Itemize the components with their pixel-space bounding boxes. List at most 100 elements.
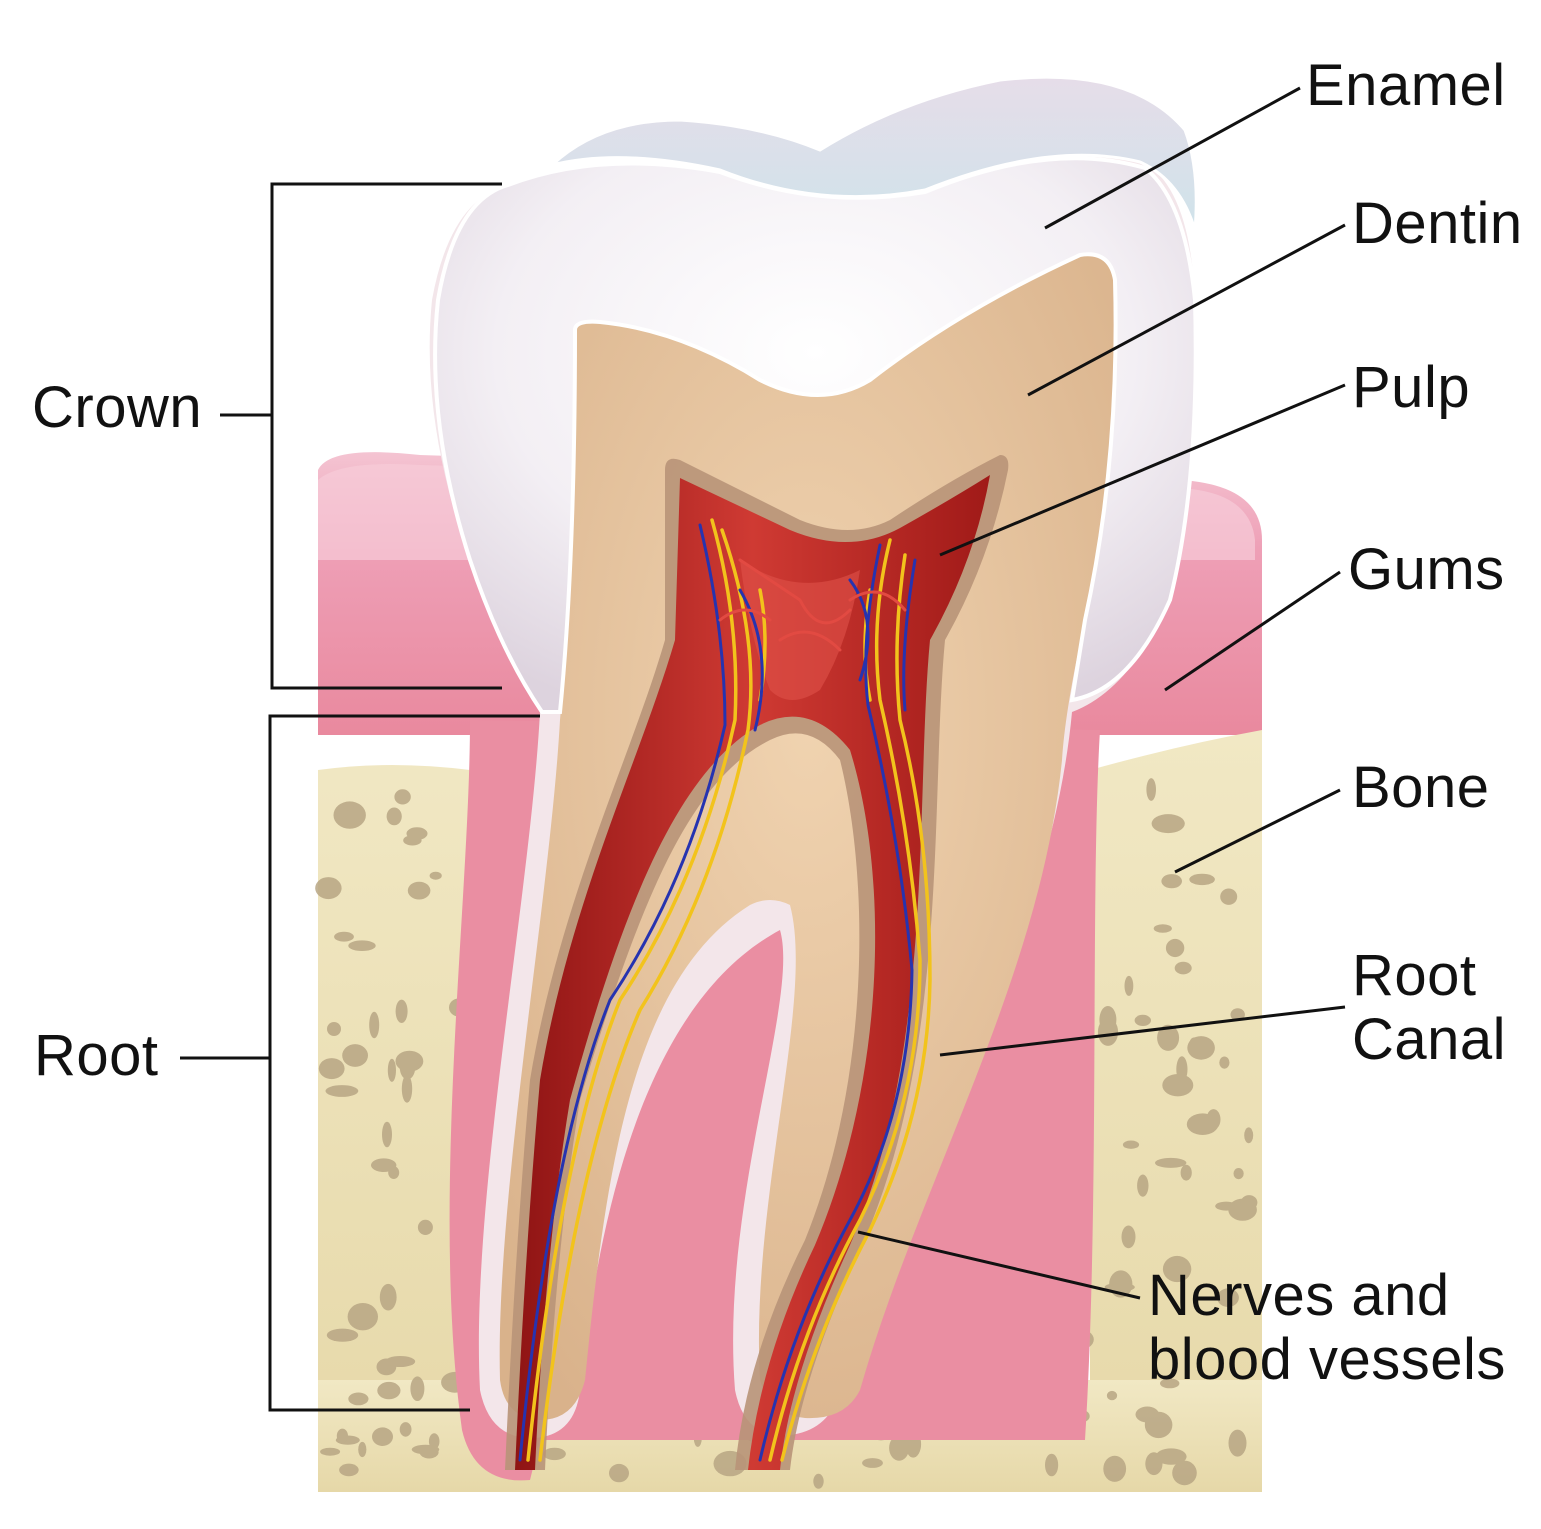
- label-gums: Gums: [1348, 537, 1505, 602]
- bone-pore: [1174, 961, 1192, 975]
- bone-pore: [1045, 1453, 1059, 1477]
- bone-pore: [318, 1058, 345, 1080]
- bone-pore: [369, 1011, 380, 1039]
- bone-pore: [382, 1121, 392, 1148]
- bone-pore: [385, 1356, 416, 1367]
- bone-pore: [395, 1050, 424, 1072]
- bone-pore: [1144, 1411, 1173, 1439]
- bone-pore: [379, 1283, 397, 1311]
- bone-pore: [429, 871, 442, 880]
- bone-pore: [1228, 1429, 1247, 1457]
- bone-pore: [403, 835, 422, 846]
- bone-pore: [1145, 1452, 1163, 1476]
- bone-pore: [1189, 873, 1215, 886]
- bone-pore: [1099, 1006, 1117, 1034]
- bone-pore: [1134, 1014, 1152, 1026]
- bone-pore: [372, 1427, 393, 1446]
- bone-pore: [417, 1219, 433, 1235]
- leader-lines: [180, 86, 1346, 1412]
- bone-pore: [343, 802, 354, 811]
- label-root-canal-line2: Canal: [1352, 1007, 1507, 1072]
- bone-pore: [1155, 1157, 1187, 1168]
- crown-bracket: [270, 182, 502, 690]
- label-root: Root: [34, 1023, 159, 1088]
- label-nerves-and-blood-vessels: Nerves and blood vessels: [1148, 1264, 1506, 1392]
- capillaries: [718, 558, 907, 652]
- bone-pore: [889, 1435, 910, 1461]
- bone-pore: [401, 1074, 413, 1103]
- blood-vessels: [518, 523, 917, 1462]
- nerves-leader: [857, 1230, 1141, 1300]
- bone-pore: [1157, 1024, 1180, 1051]
- bone-pore: [315, 877, 342, 900]
- bone-pore: [348, 940, 376, 951]
- nerves: [526, 518, 932, 1462]
- bone-pore: [1180, 1164, 1192, 1181]
- enamel-crown: [433, 156, 1198, 714]
- bone-pore: [1146, 778, 1156, 801]
- enamel-leader: [1044, 86, 1301, 230]
- bone-pore: [1151, 814, 1185, 834]
- bone-pore: [377, 1381, 401, 1400]
- bone-pore: [407, 881, 431, 900]
- label-enamel: Enamel: [1306, 53, 1506, 118]
- bone-pore: [862, 1458, 883, 1468]
- bone-pore: [386, 807, 402, 826]
- bone-pore: [1162, 1255, 1192, 1283]
- bone-pore: [327, 1022, 341, 1036]
- bone-pore: [1220, 888, 1238, 905]
- bone-pore: [1106, 1390, 1118, 1401]
- root-canal-leader: [939, 1005, 1346, 1057]
- bone-pore: [1124, 975, 1134, 996]
- bone-pore: [1219, 1056, 1230, 1069]
- bone-pore: [543, 1447, 566, 1461]
- bone-pore: [339, 1463, 359, 1477]
- bone-pore: [394, 789, 411, 805]
- label-dentin: Dentin: [1352, 191, 1523, 256]
- bone-pore: [333, 801, 366, 829]
- bone-pore: [395, 999, 408, 1023]
- bone-pore: [342, 1044, 368, 1067]
- label-nerves-line1: Nerves and: [1148, 1263, 1450, 1328]
- bone-pore: [1189, 1037, 1200, 1049]
- bone-pore: [325, 1085, 359, 1097]
- bone-pore: [1217, 1288, 1239, 1307]
- bone-pore: [1103, 1455, 1127, 1482]
- dentin-leader: [1027, 223, 1346, 397]
- label-root-canal: Root Canal: [1352, 944, 1506, 1072]
- bone-pore: [348, 1392, 369, 1406]
- bone-pore: [813, 1473, 824, 1489]
- pulp-leader: [939, 383, 1346, 557]
- bone-pore: [1122, 1140, 1140, 1149]
- bone-pore: [399, 1422, 412, 1437]
- bone-pore: [1161, 874, 1182, 889]
- bone-pore: [1162, 1074, 1194, 1097]
- bone-pore: [347, 1303, 378, 1331]
- bone-pore: [358, 1441, 367, 1458]
- bone-pore: [411, 1444, 440, 1455]
- bone-pore: [371, 1158, 397, 1172]
- bone-pore: [320, 1447, 341, 1456]
- bone-pore: [334, 931, 354, 942]
- label-crown: Crown: [32, 375, 203, 440]
- bone-pore: [336, 1428, 348, 1444]
- bone-pore: [1121, 1225, 1136, 1249]
- bone-pore: [1153, 924, 1172, 933]
- label-root-canal-line1: Root: [1352, 943, 1477, 1008]
- bone-pore: [1233, 1168, 1244, 1180]
- bone-pore: [387, 1058, 396, 1082]
- label-nerves-line2: blood vessels: [1148, 1327, 1506, 1392]
- bone-pore: [609, 1463, 629, 1483]
- label-bone: Bone: [1352, 755, 1490, 820]
- bone-pore: [1160, 1378, 1180, 1389]
- bone-leader: [1174, 788, 1341, 874]
- bone-pore: [1137, 1174, 1149, 1197]
- bone-pore: [1172, 1460, 1197, 1486]
- bone-pore: [1244, 1127, 1254, 1144]
- root-bracket: [268, 714, 540, 1412]
- bone-pore: [1165, 938, 1185, 958]
- label-pulp: Pulp: [1352, 355, 1471, 420]
- enamel-occlusal-surface: [546, 75, 1198, 231]
